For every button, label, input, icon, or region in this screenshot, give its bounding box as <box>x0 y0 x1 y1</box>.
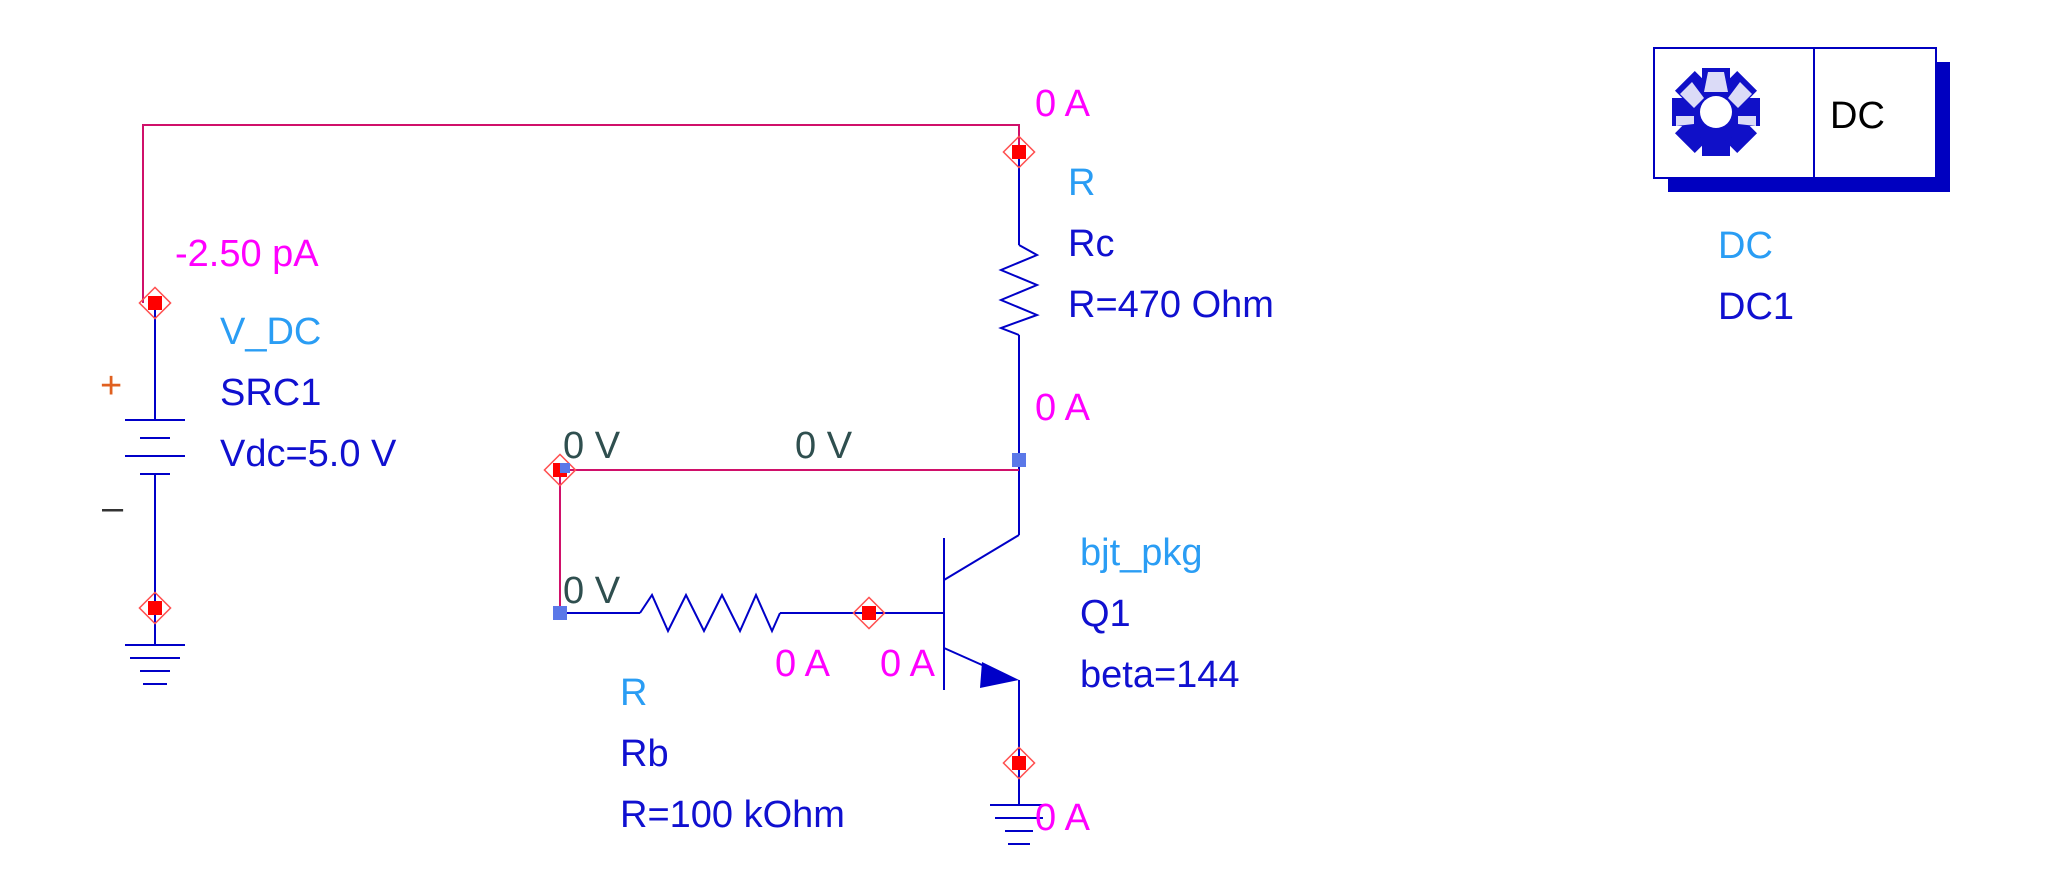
vsource-instance-label: SRC1 <box>220 372 321 414</box>
labels-rb: R Rb R=100 kOhm <box>620 672 845 836</box>
dc-simulation-controller[interactable]: DC DC DC1 <box>1653 47 1950 328</box>
node-v-left-annotation: 0 V <box>563 425 621 467</box>
pin-base[interactable] <box>852 596 886 630</box>
pin-emitter-ground[interactable] <box>1002 746 1036 780</box>
pin-markers <box>138 135 1036 780</box>
rc-type-label: R <box>1068 162 1095 204</box>
pin-src-top[interactable] <box>138 286 172 320</box>
rb-left-voltage-annotation: 0 V <box>563 570 621 612</box>
rb-param-label: R=100 kOhm <box>620 794 845 836</box>
rc-instance-label: Rc <box>1068 223 1114 265</box>
node-v-mid-annotation: 0 V <box>795 425 853 467</box>
labels-rc: R Rc R=470 Ohm <box>1068 162 1274 326</box>
rb-type-label: R <box>620 672 647 714</box>
rc-bottom-current-annotation: 0 A <box>1035 387 1091 429</box>
bjt-transistor[interactable] <box>943 534 1020 690</box>
resistor-rc[interactable] <box>998 244 1040 336</box>
pin-src-bottom[interactable] <box>138 591 172 625</box>
labels-vsource: V_DC SRC1 Vdc=5.0 V <box>220 311 397 475</box>
dc-type-label: DC <box>1718 225 1773 267</box>
bjt-type-label: bjt_pkg <box>1080 532 1203 574</box>
bjt-param-label: beta=144 <box>1080 654 1240 696</box>
rb-instance-label: Rb <box>620 733 669 775</box>
dc-badge-label: DC <box>1830 95 1885 137</box>
base-current-annotation: 0 A <box>880 643 936 685</box>
polarity-plus-label: + <box>100 365 122 407</box>
labels-bjt: bjt_pkg Q1 beta=144 <box>1080 532 1240 696</box>
pin-rb-left[interactable] <box>553 606 567 620</box>
src-current-annotation: -2.50 pA <box>175 233 319 275</box>
rc-top-current-annotation: 0 A <box>1035 83 1091 125</box>
emitter-arrow <box>980 662 1019 688</box>
rc-param-label: R=470 Ohm <box>1068 284 1274 326</box>
vsource-param-label: Vdc=5.0 V <box>220 433 397 475</box>
polarity-minus-label: – <box>102 487 124 529</box>
annotations: -2.50 pA 0 A 0 A 0 V 0 V 0 V 0 A 0 A 0 A <box>175 83 1091 839</box>
resistor-rb[interactable] <box>639 592 781 634</box>
wire-top-net[interactable] <box>142 124 1020 303</box>
pin-collector-node[interactable] <box>1012 453 1026 467</box>
rb-current-annotation: 0 A <box>775 643 831 685</box>
wire-collector-net[interactable] <box>559 469 1019 613</box>
gear-icon <box>1672 68 1760 156</box>
ground-emitter <box>990 804 1048 845</box>
dc-voltage-source[interactable]: + – <box>100 365 185 529</box>
pin-rc-top[interactable] <box>1002 135 1036 169</box>
bjt-instance-label: Q1 <box>1080 593 1131 635</box>
pin-node-left-blue[interactable] <box>560 463 570 473</box>
emitter-current-annotation: 0 A <box>1035 797 1091 839</box>
dc-instance-label: DC1 <box>1718 286 1794 328</box>
vsource-type-label: V_DC <box>220 311 321 353</box>
ground-source <box>125 644 185 685</box>
